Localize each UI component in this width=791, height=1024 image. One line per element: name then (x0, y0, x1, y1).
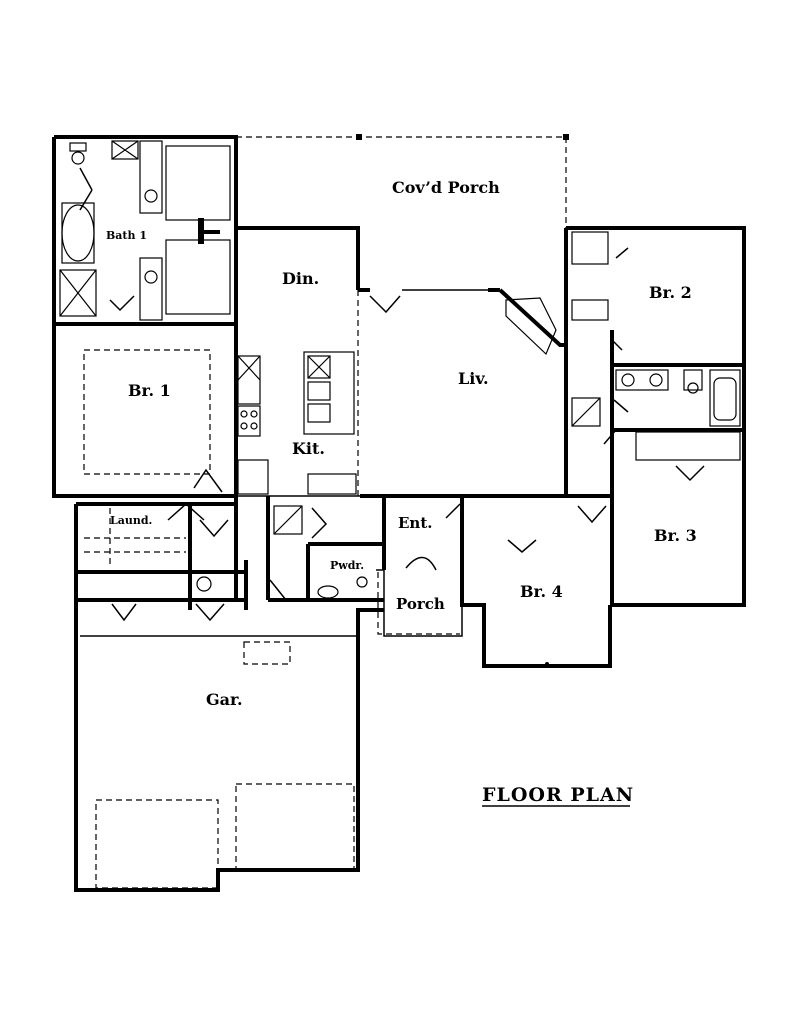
label-br4: Br. 4 (520, 582, 563, 601)
label-porch: Porch (396, 595, 445, 613)
room-labels: Cov’d Porch Bath 1 Br. 2 Din. Br. 1 Liv.… (106, 178, 697, 709)
dashed-lines (83, 290, 610, 889)
label-liv: Liv. (458, 369, 489, 388)
label-bath1: Bath 1 (106, 229, 147, 242)
label-pwdr: Pwdr. (330, 559, 364, 572)
label-covd-porch: Cov’d Porch (392, 178, 500, 197)
label-br3: Br. 3 (654, 526, 697, 545)
label-br2: Br. 2 (649, 283, 692, 302)
label-kit: Kit. (292, 439, 325, 458)
label-br1: Br. 1 (128, 381, 171, 400)
fixtures (59, 140, 741, 666)
floor-plan-title: FLOOR PLAN (482, 784, 634, 806)
plan-title: FLOOR PLAN (482, 784, 634, 807)
exterior-walls (52, 134, 746, 892)
label-laund: Laund. (110, 514, 152, 527)
label-ent: Ent. (398, 514, 433, 532)
label-gar: Gar. (206, 690, 243, 709)
label-din: Din. (282, 269, 319, 288)
